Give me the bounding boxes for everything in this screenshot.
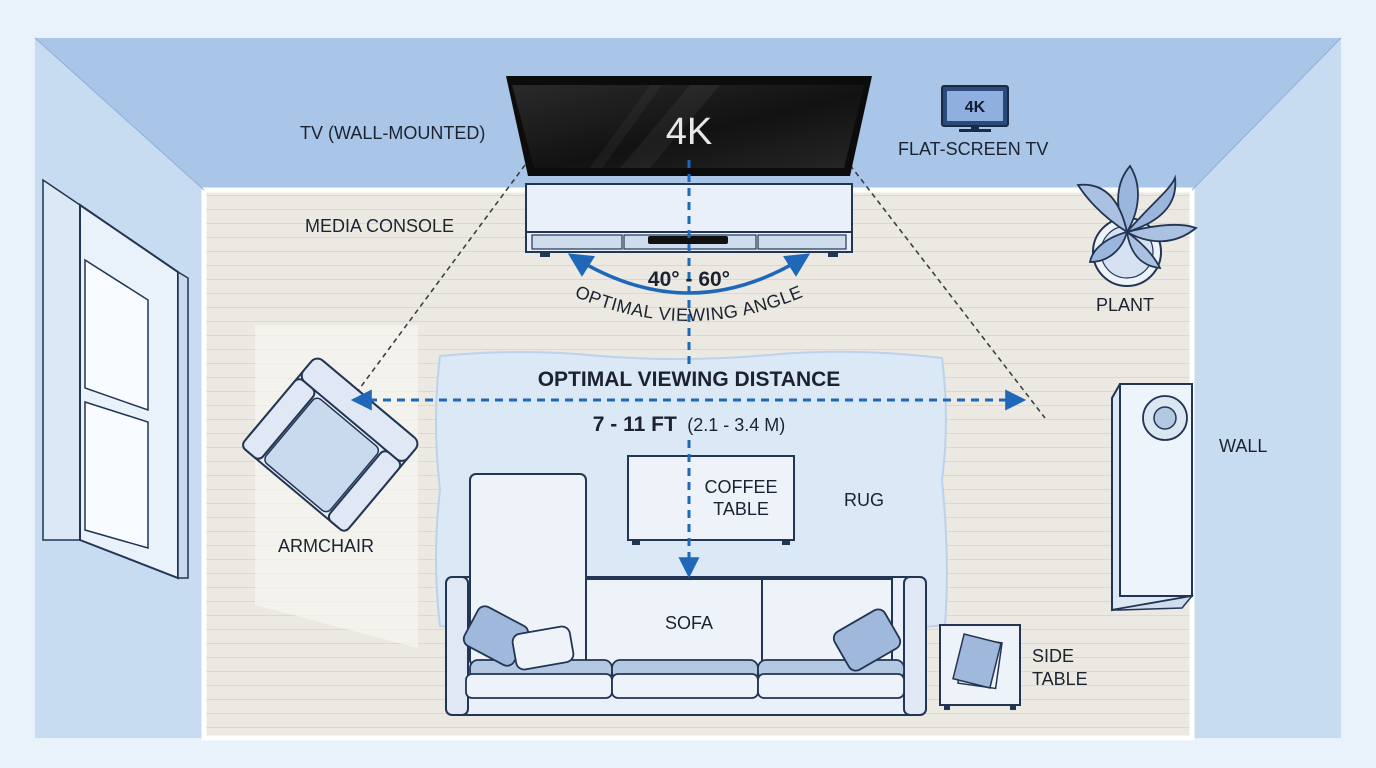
label-side-table-2: TABLE	[1032, 669, 1088, 689]
label-flat-screen-tv: FLAT-SCREEN TV	[898, 139, 1048, 159]
tv-screen-text: 4K	[666, 111, 712, 153]
viewing-distance-ft: 7 - 11 FT	[593, 413, 677, 436]
tv-wall-mounted: 4K	[506, 76, 872, 176]
wall-unit	[1111, 383, 1194, 612]
plant-icon	[1076, 164, 1198, 287]
label-media-console: MEDIA CONSOLE	[305, 216, 454, 236]
armchair	[242, 357, 419, 532]
viewing-angle-range: 40° - 60°	[648, 268, 730, 291]
label-coffee-table-1: COFFEE	[704, 477, 777, 497]
sofa-pillow-right	[832, 608, 902, 672]
tv-icon-text: 4K	[965, 99, 986, 116]
sofa	[445, 473, 927, 716]
viewing-cone-line-left	[339, 164, 526, 416]
label-side-table-1: SIDE	[1032, 646, 1074, 666]
viewing-distance-value: 7 - 11 FT (2.1 - 3.4 M)	[593, 413, 786, 436]
label-wall: WALL	[1219, 436, 1267, 456]
label-sofa: SOFA	[665, 613, 713, 633]
viewing-distance-title: OPTIMAL VIEWING DISTANCE	[538, 368, 841, 391]
sofa-pillow-left	[462, 605, 575, 671]
window	[42, 178, 189, 580]
label-plant: PLANT	[1096, 295, 1154, 315]
label-tv-wall-mounted: TV (WALL-MOUNTED)	[300, 123, 485, 143]
label-coffee-table-2: TABLE	[713, 499, 769, 519]
label-armchair: ARMCHAIR	[278, 536, 374, 556]
coffee-table	[627, 455, 795, 545]
viewing-distance-m: (2.1 - 3.4 M)	[687, 415, 785, 435]
soundbar	[648, 236, 728, 244]
label-rug: RUG	[844, 490, 884, 510]
side-table	[939, 624, 1021, 710]
tv-icon: 4K	[941, 85, 1009, 132]
